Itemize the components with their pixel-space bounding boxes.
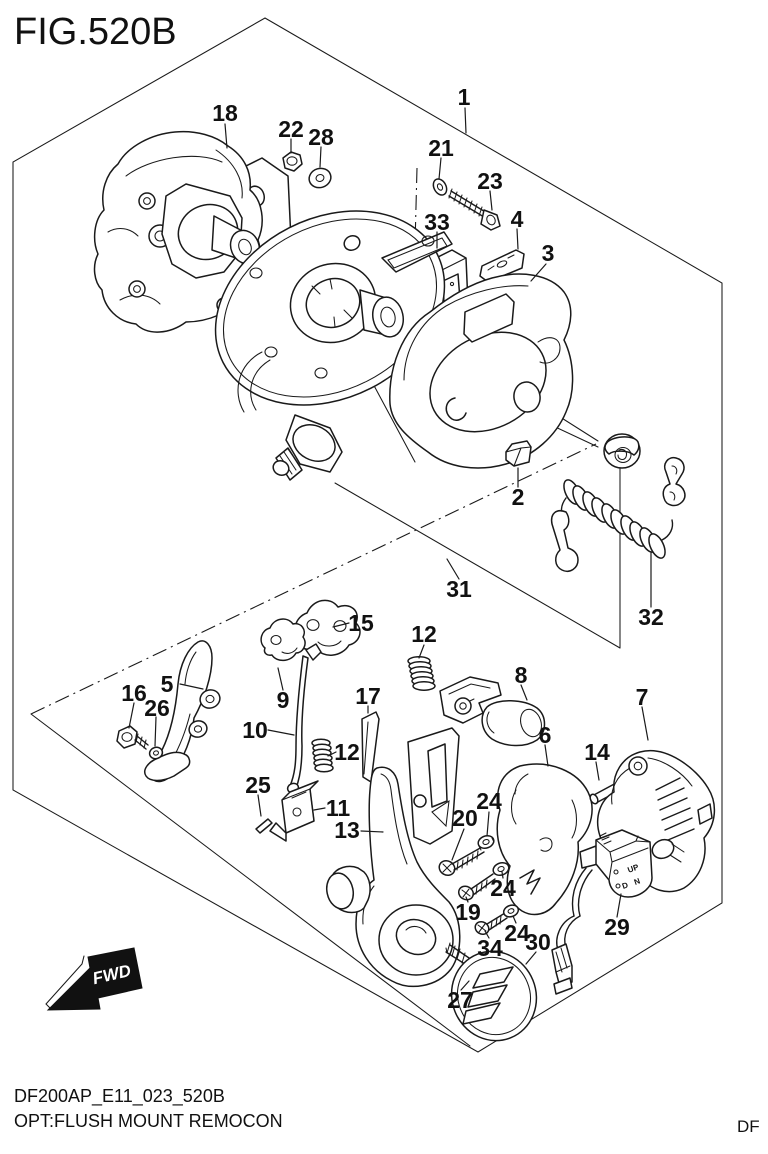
part-26-washer: [148, 746, 164, 760]
callout-27: 27: [447, 987, 473, 1013]
callout-14: 14: [584, 739, 610, 765]
callout-19: 19: [455, 899, 481, 925]
part-16-bolt: [116, 725, 149, 750]
assembly-box-frame: [12, 17, 723, 1053]
callout-1: 1: [458, 84, 471, 110]
part-23-screw: [448, 188, 501, 231]
callout-4: 4: [511, 206, 524, 232]
part-20-screw: [438, 846, 485, 877]
callout-21: 21: [428, 135, 454, 161]
fwd-marker: FWD: [45, 947, 143, 1011]
callout-9: 9: [277, 687, 290, 713]
part-34-screw: [474, 912, 508, 936]
part-12-spring-upper: [407, 656, 436, 691]
callout-33: 33: [424, 209, 450, 235]
figure-caption: OPT:FLUSH MOUNT REMOCON: [14, 1111, 283, 1131]
callout-31: 31: [446, 576, 472, 602]
callout-18: 18: [212, 100, 238, 126]
callout-24-c: 24: [504, 920, 530, 946]
switch-d-label: D: [621, 880, 630, 891]
part-8-latch: [439, 676, 546, 747]
callout-7: 7: [636, 684, 649, 710]
part-9-bracket: [260, 618, 306, 662]
part-3-cover: [389, 273, 574, 469]
corner-page-text: DF: [737, 1117, 760, 1136]
callout-29: 29: [604, 914, 630, 940]
callout-24-a: 24: [476, 788, 502, 814]
callout-8: 8: [515, 662, 528, 688]
callout-17: 17: [355, 683, 381, 709]
part-22-nut: [282, 151, 303, 172]
part-24-nut-b: [492, 861, 510, 877]
mounting-plate-assembly: [214, 210, 453, 481]
switch-up-label: UP: [626, 862, 640, 874]
part-28-washer: [308, 167, 332, 189]
callout-5: 5: [161, 671, 174, 697]
part-2-cap: [505, 440, 532, 467]
callout-6: 6: [539, 722, 552, 748]
callout-24-b: 24: [490, 875, 516, 901]
callout-32: 32: [638, 604, 664, 630]
callout-10: 10: [242, 717, 268, 743]
figure-code: DF200AP_E11_023_520B: [14, 1086, 225, 1107]
callout-26: 26: [144, 695, 170, 721]
part-19-screw: [457, 873, 496, 901]
lock-cap: [603, 433, 641, 469]
callout-23: 23: [477, 168, 503, 194]
part-17-blade: [361, 711, 380, 783]
part-13-lever: [325, 727, 461, 988]
leader-lines: [128, 107, 652, 991]
callout-2: 2: [512, 484, 525, 510]
part-11-block: [269, 780, 319, 842]
callout-11: 11: [326, 795, 351, 821]
callout-20: 20: [452, 805, 478, 831]
part-32-lanyard: [550, 456, 686, 572]
figure-title: FIG.520B: [14, 11, 177, 53]
callout-30: 30: [525, 929, 551, 955]
part-30-emblem: [450, 950, 538, 1042]
part-21-washer: [432, 178, 448, 196]
callout-13: 13: [334, 817, 360, 843]
part-10-rod: [286, 643, 322, 794]
callout-34: 34: [477, 935, 503, 961]
part-25-pin: [255, 818, 273, 834]
part-24-nut-a: [477, 834, 495, 851]
callout-28: 28: [308, 124, 334, 150]
part-29-switch: UP D N: [551, 829, 653, 995]
callout-12-upper: 12: [411, 621, 437, 647]
callout-3: 3: [542, 240, 555, 266]
part-15-bracket: [294, 599, 361, 656]
callout-25: 25: [245, 772, 271, 798]
callout-labels: 1 18 22 28 21 23 33 4 3 2 31 32 15 12 5 …: [121, 84, 664, 1013]
callout-16: 16: [121, 680, 147, 706]
switch-n-label: N: [633, 876, 642, 887]
callout-12-lower: 12: [334, 739, 360, 765]
callout-15: 15: [348, 610, 374, 636]
part-6-cover: [496, 763, 593, 916]
callout-22: 22: [278, 116, 304, 142]
part-4-plate: [479, 249, 525, 283]
